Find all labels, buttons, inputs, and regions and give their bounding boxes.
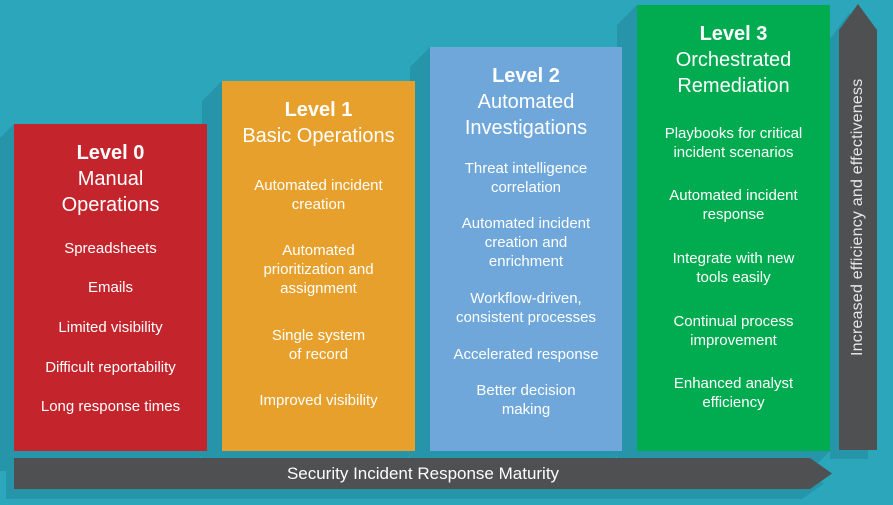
maturity-item: Better decision making	[476, 382, 576, 419]
level-1-items: Automated incident creation Automated pr…	[235, 149, 402, 437]
maturity-item: Limited visibility	[58, 318, 163, 336]
level-0-box: Level 0 Manual Operations Spreadsheets E…	[14, 124, 207, 451]
level-0-title-text: Level 0	[76, 142, 145, 164]
maturity-item: Automated prioritization and assignment	[263, 242, 374, 298]
maturity-item: Automated incident response	[669, 187, 798, 224]
maturity-item: Spreadsheets	[64, 239, 157, 257]
level-2-subtitle-text: Automated Investigations	[464, 91, 588, 139]
maturity-item: Workflow-driven, consistent processes	[455, 289, 597, 326]
level-0-title: Level 0 Manual Operations	[27, 140, 194, 218]
maturity-axis-arrow: Security Incident Response Maturity	[14, 458, 832, 489]
up-arrow-icon	[839, 4, 877, 450]
maturity-item: Enhanced analyst efficiency	[673, 375, 794, 412]
level-3-fill	[637, 5, 830, 451]
level-3-items: Playbooks for critical incident scenario…	[650, 99, 817, 437]
level-2-box: Level 2 Automated Investigations Threat …	[430, 47, 622, 451]
efficiency-axis-label: Increased efficiency and effectiveness	[849, 78, 866, 356]
level-2-fill	[430, 47, 622, 451]
level-0-content: Level 0 Manual Operations Spreadsheets E…	[14, 124, 207, 451]
maturity-item: Automated incident creation and enrichme…	[461, 215, 591, 271]
maturity-item: Threat intelligence correlation	[464, 159, 588, 196]
efficiency-axis-arrow: Increased efficiency and effectiveness	[830, 4, 877, 459]
maturity-item: Difficult reportability	[45, 358, 176, 376]
maturity-item: Continual process improvement	[673, 312, 794, 349]
level-0-fill	[14, 124, 207, 451]
maturity-item: Accelerated response	[453, 345, 599, 363]
maturity-axis-label: Security Incident Response Maturity	[286, 464, 560, 483]
right-arrow-icon	[14, 458, 832, 489]
maturity-item: Automated incident creation	[254, 177, 383, 214]
level-3-title: Level 3 Orchestrated Remediation	[650, 21, 817, 99]
level-2-content: Level 2 Automated Investigations Threat …	[430, 47, 622, 451]
level-1-box: Level 1 Basic Operations Automated incid…	[222, 81, 415, 451]
maturity-item: Long response times	[40, 398, 181, 416]
level-2-items: Threat intelligence correlation Automate…	[443, 141, 609, 437]
maturity-item: Emails	[87, 279, 133, 297]
level-3-content: Level 3 Orchestrated Remediation Playboo…	[637, 5, 830, 451]
level-1-title: Level 1 Basic Operations	[235, 97, 402, 149]
maturity-item: Single system of record	[271, 326, 366, 363]
maturity-item: Integrate with new tools easily	[672, 249, 795, 286]
level-2-title: Level 2 Automated Investigations	[443, 63, 609, 141]
maturity-item: Improved visibility	[259, 391, 378, 409]
level-1-content: Level 1 Basic Operations Automated incid…	[222, 81, 415, 451]
level-0-subtitle-text: Manual Operations	[61, 168, 160, 216]
level-3-title-text: Level 3	[699, 23, 768, 45]
level-3-box: Level 3 Orchestrated Remediation Playboo…	[637, 5, 830, 451]
maturity-item: Playbooks for critical incident scenario…	[664, 124, 803, 161]
level-1-fill	[222, 81, 415, 451]
level-1-title-text: Level 1	[284, 99, 353, 121]
level-0-items: Spreadsheets Emails Limited visibility D…	[27, 218, 194, 437]
level-3-subtitle-text: Orchestrated Remediation	[675, 49, 792, 97]
level-1-subtitle-text: Basic Operations	[242, 125, 395, 147]
level-2-title-text: Level 2	[492, 65, 560, 87]
